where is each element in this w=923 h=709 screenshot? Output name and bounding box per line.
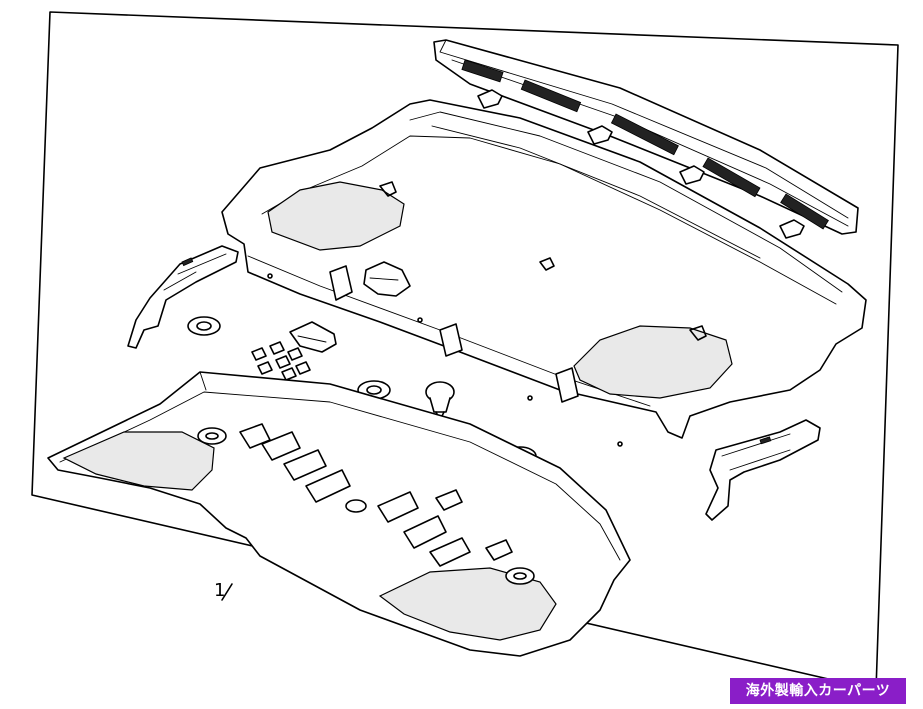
callout-leader-line (221, 583, 233, 601)
part-callout-number: 1 (214, 580, 226, 601)
push-pin-fastener (425, 381, 455, 421)
rear-grille-rail (433, 39, 859, 235)
left-side-bracket (127, 245, 239, 349)
rail-clips (477, 89, 805, 239)
package-shelf-panel (221, 99, 867, 447)
watermark-label: 海外製輸入カーパーツ (730, 678, 906, 704)
right-side-bracket (705, 419, 821, 521)
clip-cluster (251, 321, 337, 381)
lower-trim-panel (47, 371, 631, 657)
